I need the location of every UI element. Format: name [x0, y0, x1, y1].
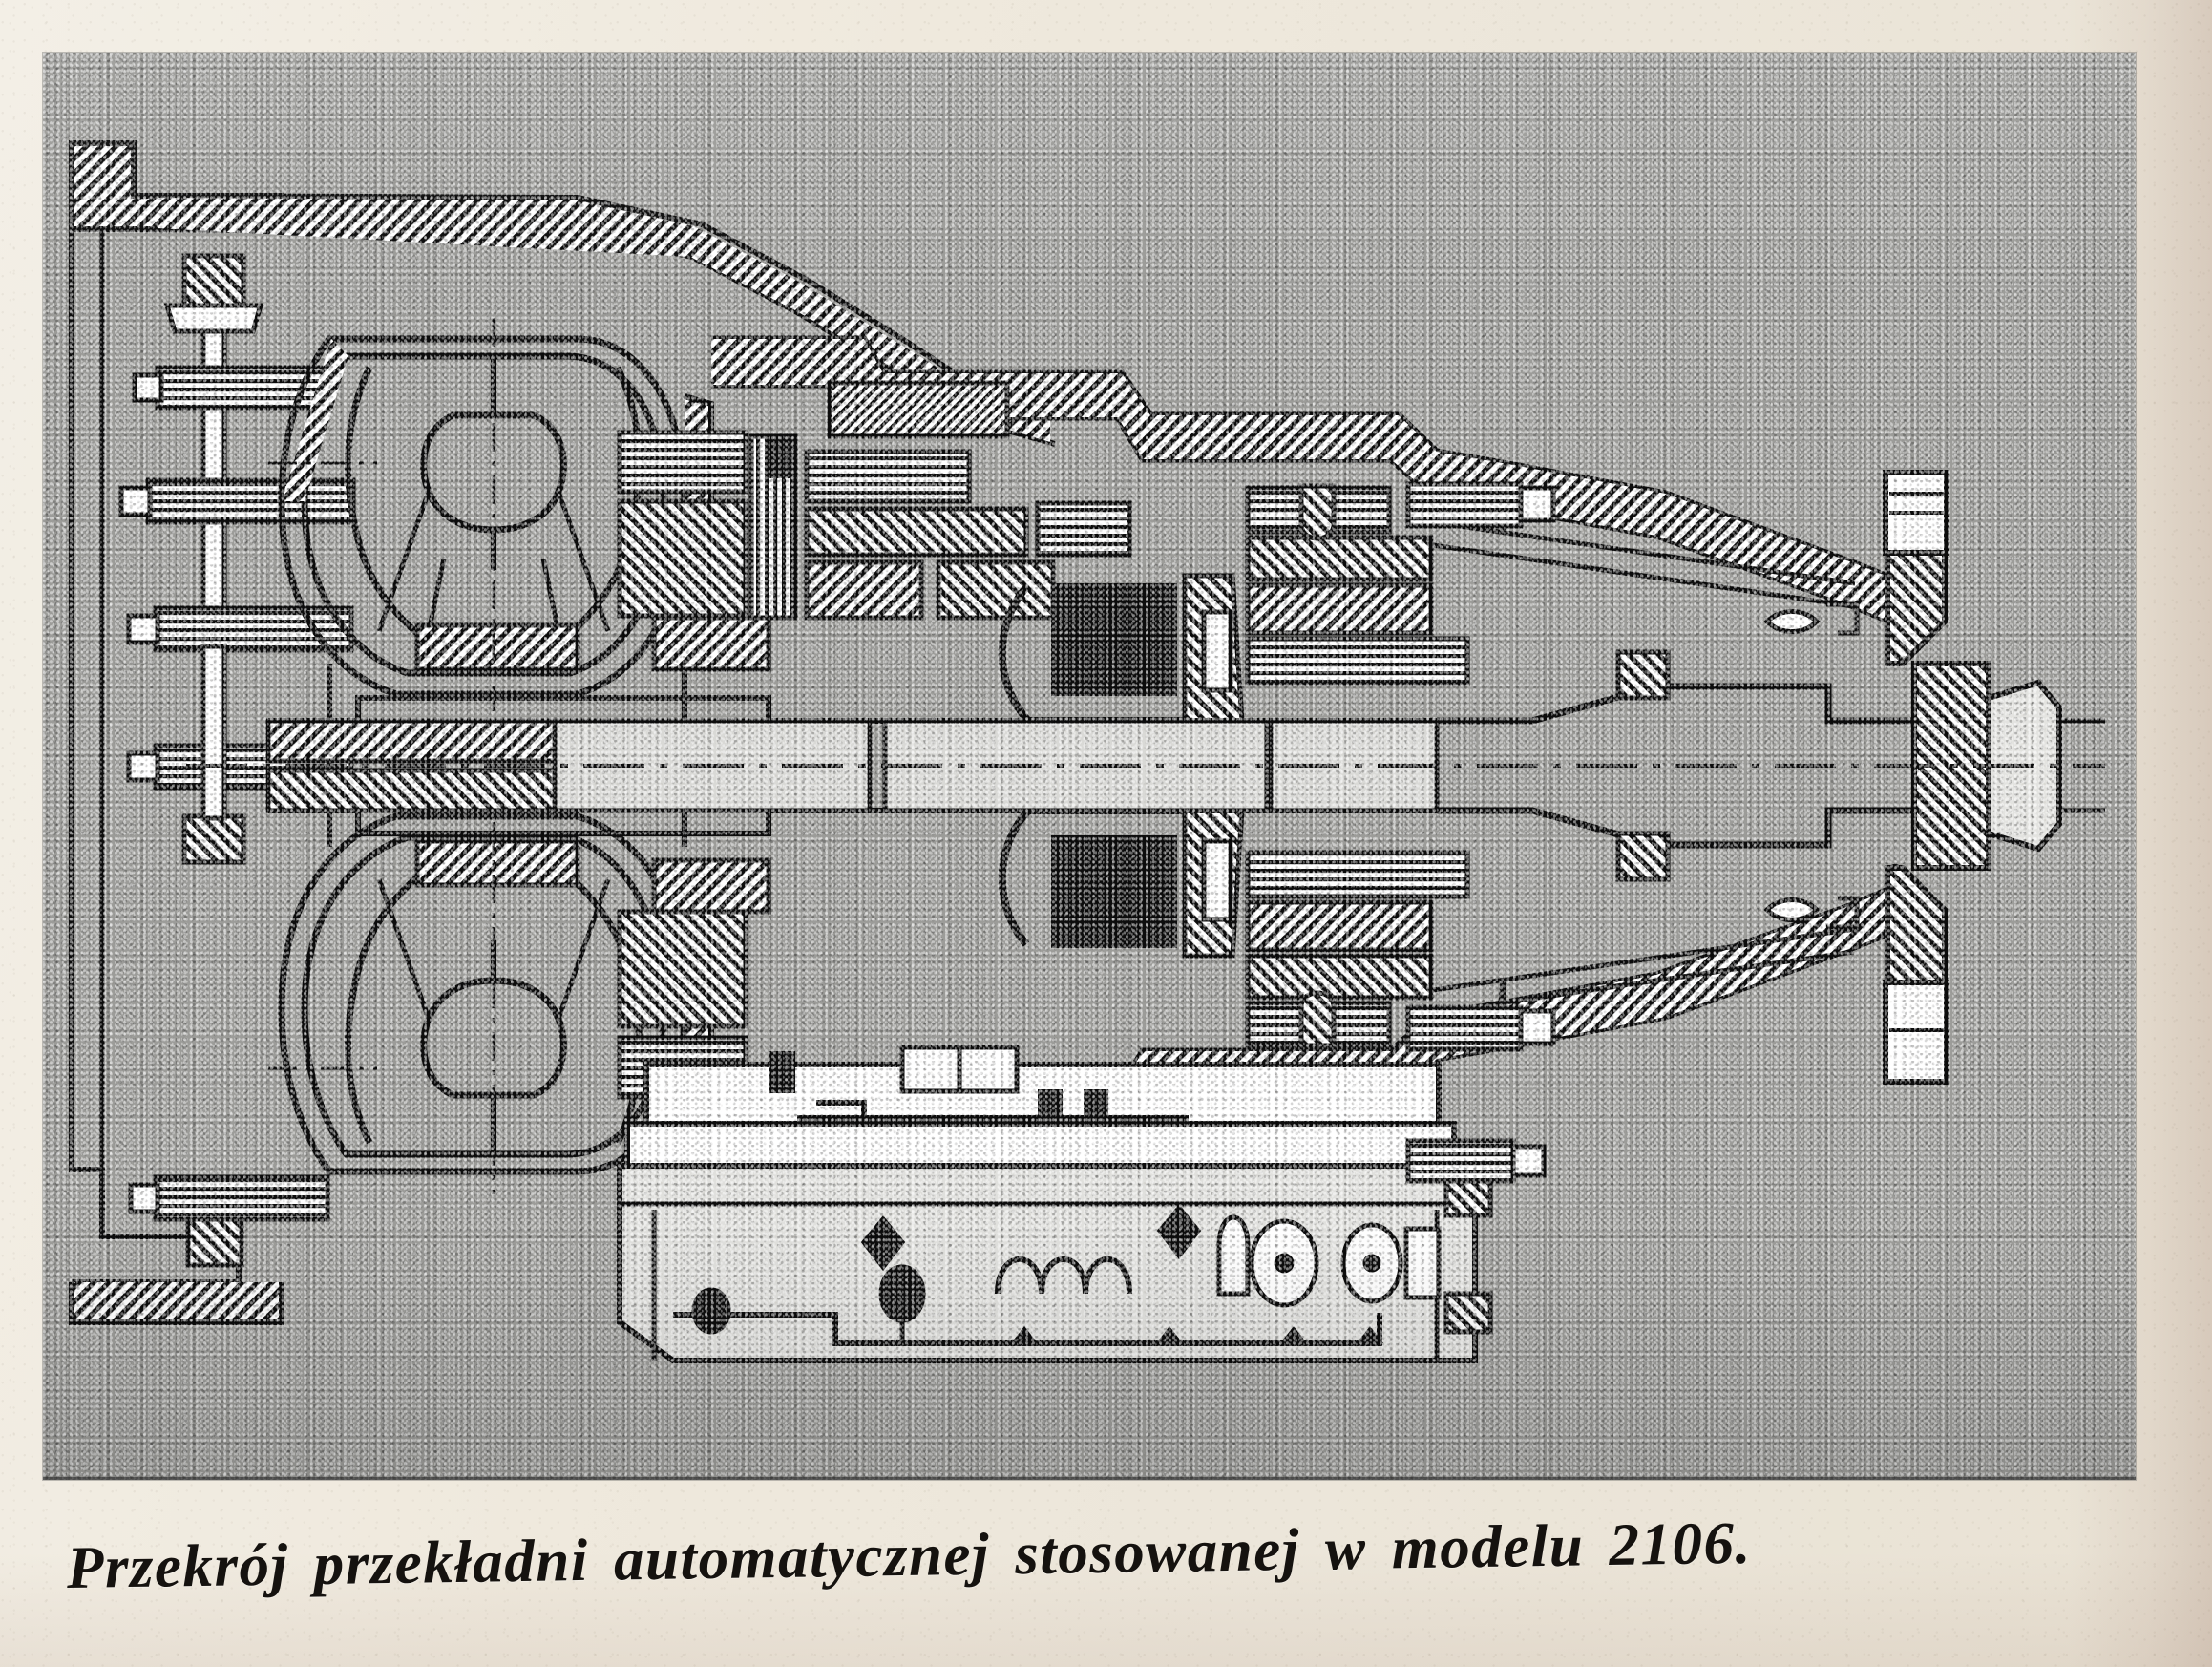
transmission-cross-section-drawing — [69, 140, 2105, 1363]
photo-bottom-edge — [43, 1477, 2136, 1480]
figure-photo-area — [43, 53, 2136, 1480]
figure-caption: Przekrój przekładni automatycznej stosow… — [66, 1509, 1753, 1601]
